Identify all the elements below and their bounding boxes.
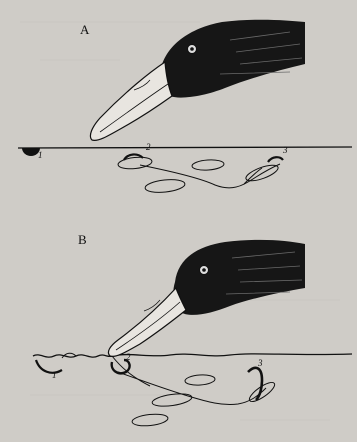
panel-label-b: B bbox=[78, 232, 87, 248]
marker-3-a: 3 bbox=[283, 145, 288, 155]
panel-label-a: A bbox=[80, 22, 89, 38]
marker-2-b: 2 bbox=[126, 352, 131, 362]
marker-1-b: 1 bbox=[52, 370, 57, 380]
marker-1-a: 1 bbox=[38, 150, 43, 160]
marker-3-b: 3 bbox=[258, 358, 263, 368]
marker-2-a: 2 bbox=[146, 142, 151, 152]
